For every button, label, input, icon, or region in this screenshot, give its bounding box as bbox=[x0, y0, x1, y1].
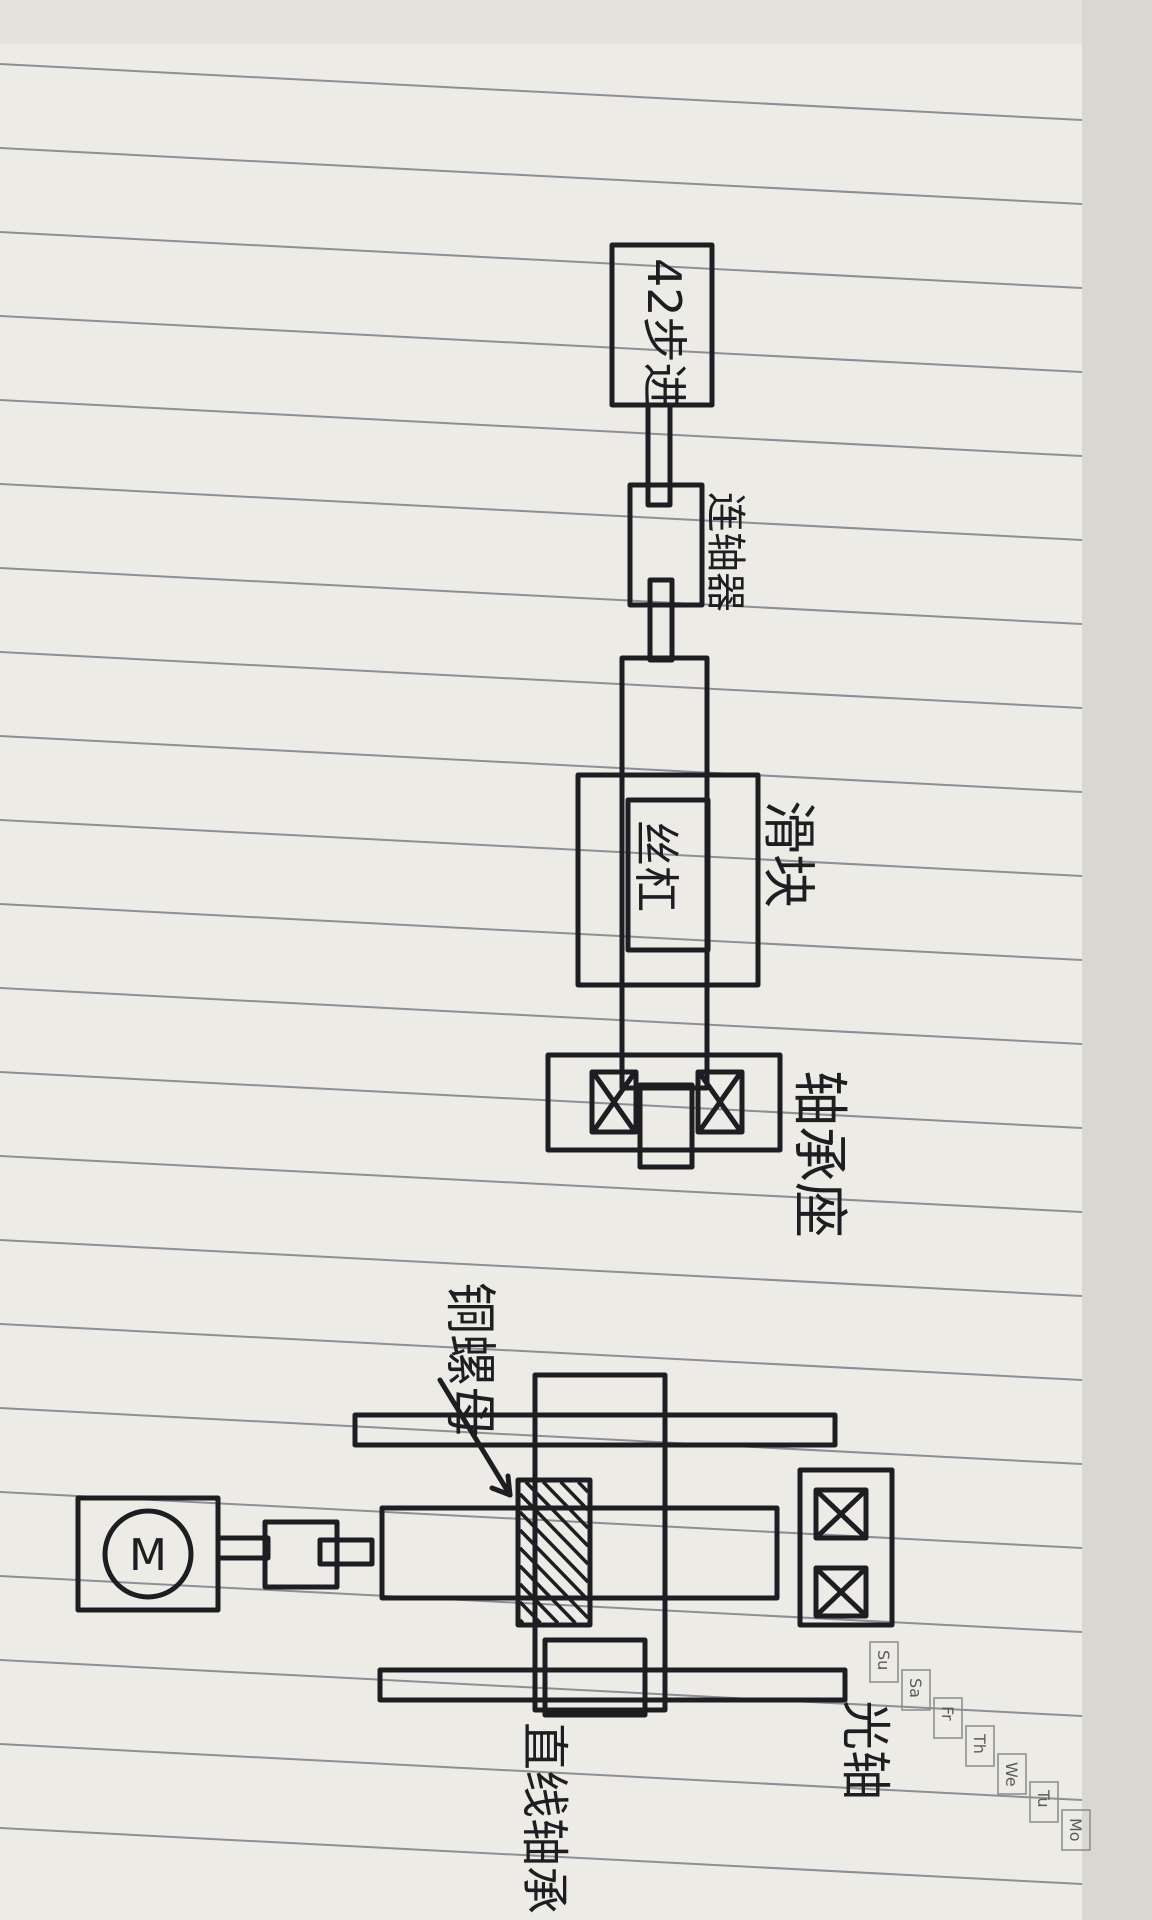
lower-bearing-1 bbox=[813, 1487, 869, 1541]
bearing-seat-label: 轴承座 bbox=[786, 1070, 851, 1238]
hatch-line bbox=[542, 1480, 590, 1530]
bearing-left-cross-2 bbox=[592, 1072, 636, 1132]
ruled-line bbox=[0, 147, 1083, 205]
ruled-line bbox=[0, 63, 1083, 121]
linear-bearing-block bbox=[542, 1637, 648, 1718]
copper-nut bbox=[515, 1477, 593, 1628]
ruled-line bbox=[0, 1071, 1083, 1129]
bearing-right bbox=[695, 1069, 745, 1135]
lower-bearing-seat bbox=[797, 1467, 895, 1628]
carriage-plate bbox=[532, 1372, 668, 1713]
motor-circle bbox=[102, 1508, 194, 1600]
ruled-line bbox=[0, 1323, 1083, 1381]
bearing-right-cross-2 bbox=[698, 1072, 742, 1132]
weekday-cell bbox=[1061, 1809, 1091, 1851]
lower-coupling bbox=[262, 1519, 340, 1590]
weekday-strip: Mo Tu We Th Fr Sa Su bbox=[869, 1641, 1091, 1851]
slider-block bbox=[575, 772, 761, 988]
ruled-line bbox=[0, 1239, 1083, 1297]
lower-screw-body bbox=[379, 1505, 780, 1601]
weekday-label: Fr bbox=[938, 1706, 957, 1721]
ruled-line bbox=[0, 1155, 1083, 1213]
motor-shaft bbox=[645, 402, 673, 508]
ruled-line bbox=[0, 651, 1083, 709]
ruled-line bbox=[0, 1743, 1083, 1801]
weekday-label: Sa bbox=[906, 1678, 925, 1698]
ruled-line bbox=[0, 735, 1083, 793]
ruled-line bbox=[0, 567, 1083, 625]
weekday-label: Tu bbox=[1034, 1789, 1053, 1807]
weekday-cell bbox=[901, 1669, 931, 1711]
optical-axis-label: 光轴 bbox=[836, 1700, 894, 1800]
page-edge-shadow bbox=[1082, 0, 1152, 1920]
hatch-line bbox=[518, 1492, 590, 1566]
ruled-line bbox=[0, 1827, 1083, 1885]
hatch-line bbox=[518, 1582, 560, 1625]
hatch-line bbox=[518, 1618, 525, 1625]
hatch-line bbox=[518, 1528, 590, 1602]
weekday-cell bbox=[1029, 1781, 1059, 1823]
lower-bearing-2-cross-2 bbox=[816, 1568, 866, 1616]
ruled-line bbox=[0, 819, 1083, 877]
ruled-line bbox=[0, 1491, 1083, 1549]
hatch-line bbox=[577, 1480, 590, 1494]
optical-axis-right bbox=[377, 1667, 848, 1703]
ruled-line bbox=[0, 903, 1083, 961]
ruled-line bbox=[0, 315, 1083, 373]
bearing-left bbox=[589, 1069, 639, 1135]
stepper-motor-label: 42步进 bbox=[637, 258, 691, 409]
copper-nut-arrowhead-2 bbox=[505, 1473, 513, 1498]
motor-shaft-lower bbox=[215, 1535, 271, 1561]
coupling-box bbox=[627, 482, 705, 608]
weekday-cell bbox=[997, 1753, 1027, 1795]
weekday-label: Th bbox=[970, 1733, 989, 1754]
hatch-line bbox=[518, 1564, 577, 1625]
lower-coupling-shaft bbox=[317, 1537, 375, 1567]
copper-nut-arrowhead-1 bbox=[489, 1485, 513, 1498]
hatch-line bbox=[518, 1546, 590, 1620]
screw-end-in-bearing bbox=[637, 1082, 695, 1170]
lead-screw-label: 丝杠 bbox=[629, 820, 683, 912]
linear-bearing-label: 直线轴承 bbox=[516, 1722, 572, 1914]
lower-assembly: M 铜螺母 光轴 直线轴承 bbox=[75, 1282, 895, 1914]
upper-assembly: 42步进 连轴器 丝杠 滑块 轴承座 bbox=[545, 242, 851, 1238]
hatch-line bbox=[559, 1480, 590, 1512]
weekday-cell bbox=[869, 1641, 899, 1683]
optical-axis-left bbox=[352, 1412, 838, 1448]
lower-bearing-1-cross-2 bbox=[816, 1490, 866, 1538]
copper-nut-hatching bbox=[518, 1480, 590, 1625]
lower-bearing-2 bbox=[813, 1565, 869, 1619]
weekday-label: We bbox=[1002, 1762, 1021, 1787]
copper-nut-leader bbox=[437, 1377, 513, 1498]
weekday-cell bbox=[965, 1725, 995, 1767]
hatch-line bbox=[524, 1480, 590, 1548]
weekday-label: Mo bbox=[1066, 1818, 1085, 1842]
hatch-line bbox=[518, 1510, 590, 1584]
weekday-label: Su bbox=[874, 1650, 893, 1670]
motor-symbol: M bbox=[129, 1530, 167, 1581]
ruled-line bbox=[0, 987, 1083, 1045]
slider-label: 滑块 bbox=[757, 800, 820, 908]
copper-nut-label: 铜螺母 bbox=[439, 1282, 499, 1438]
page-top-edge bbox=[0, 0, 1082, 44]
ruled-line bbox=[0, 399, 1083, 457]
ruled-line bbox=[0, 1407, 1083, 1465]
ruled-line bbox=[0, 483, 1083, 541]
ruled-line bbox=[0, 231, 1083, 289]
weekday-cell bbox=[933, 1697, 963, 1739]
bearing-seat-box bbox=[545, 1052, 783, 1153]
lead-screw-nut-window bbox=[625, 797, 711, 953]
hatch-line bbox=[518, 1600, 542, 1625]
coupling-label: 连轴器 bbox=[702, 492, 748, 612]
